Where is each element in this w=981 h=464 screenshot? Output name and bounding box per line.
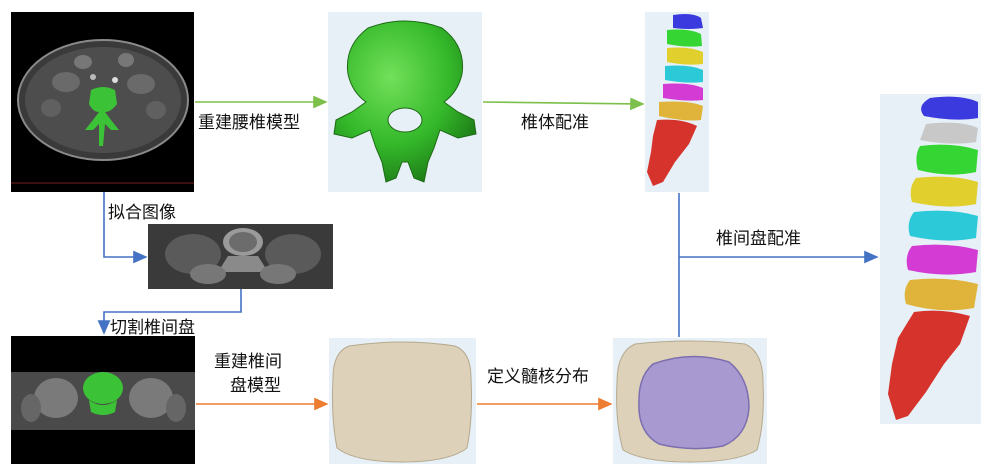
- label-define-nucleus: 定义髓核分布: [487, 367, 589, 387]
- nucleus-distribution-image: [613, 338, 767, 464]
- label-reconstruct-disc-line1: 重建椎间: [214, 352, 282, 372]
- arrow-ct-to-mri: [104, 192, 146, 257]
- label-cut-disc: 切割椎间盘: [110, 318, 195, 338]
- disc-model-image: [329, 338, 476, 464]
- ct-slice-image: [11, 12, 194, 192]
- final-spine-model-image: [880, 94, 981, 424]
- label-reconstruct-disc-line2: 盘模型: [230, 376, 281, 396]
- nucleus-region: [639, 356, 749, 448]
- disc-highlight: [83, 372, 123, 404]
- label-disc-registration: 椎间盘配准: [716, 229, 801, 249]
- vertebra-model-image: [328, 12, 482, 192]
- label-vertebra-registration: 椎体配准: [521, 113, 589, 133]
- arrow-vertebra-to-spine: [483, 102, 643, 104]
- disc-cut-image: [11, 336, 195, 464]
- mri-slice-image: [148, 224, 333, 289]
- label-reconstruct-vertebra: 重建腰椎模型: [198, 113, 300, 133]
- label-fit-image: 拟合图像: [108, 203, 176, 223]
- registered-spine-image: [645, 12, 709, 192]
